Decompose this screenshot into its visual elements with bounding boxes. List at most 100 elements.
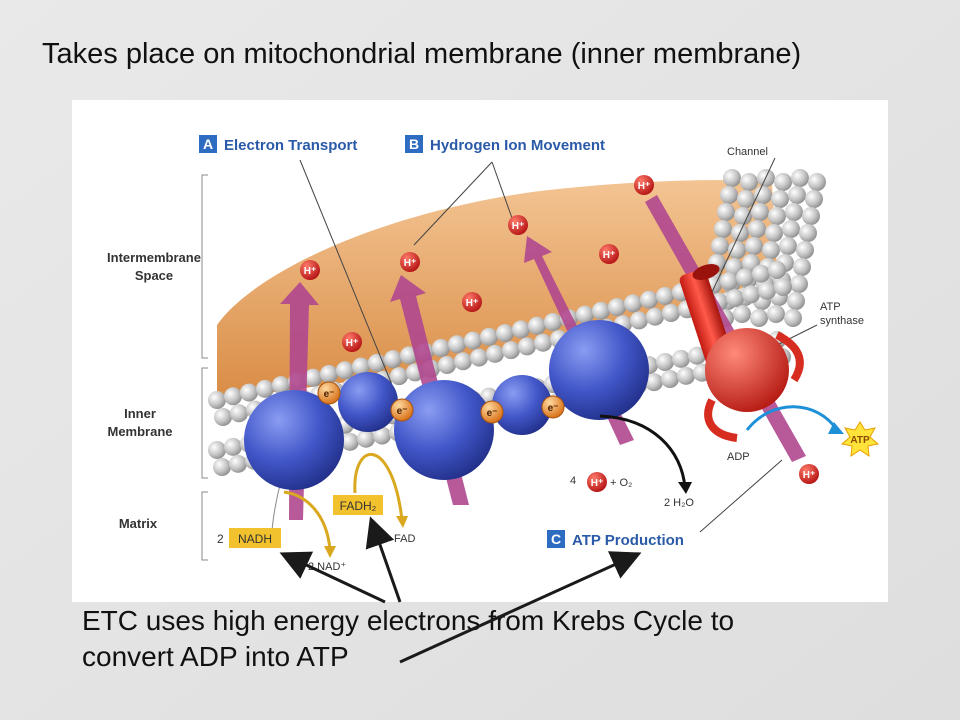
slide-title: Takes place on mitochondrial membrane (i… bbox=[42, 38, 802, 70]
phospholipid-head bbox=[790, 275, 808, 293]
hydrogen-ion-label: H⁺ bbox=[603, 250, 616, 261]
section-a-label: Electron Transport bbox=[224, 137, 357, 154]
phospholipid-head bbox=[742, 285, 760, 304]
fadh2-box bbox=[333, 495, 383, 515]
hydrogen-ion-icon bbox=[300, 260, 320, 280]
phospholipid-head bbox=[765, 224, 783, 242]
nadh-box bbox=[229, 528, 281, 548]
hydrogen-ion-icon bbox=[587, 472, 607, 492]
phospholipid-head bbox=[256, 379, 274, 398]
phospholipid-head bbox=[785, 203, 803, 221]
hydrogen-ion-icon bbox=[799, 464, 819, 484]
slide-caption: ETC uses high energy electrons from Kreb… bbox=[82, 603, 882, 675]
label-fadh2: FADH₂ bbox=[340, 499, 377, 513]
phospholipid-head bbox=[656, 353, 674, 371]
phospholipid-head bbox=[486, 344, 504, 363]
phospholipid-head bbox=[779, 237, 797, 255]
complex-1 bbox=[244, 390, 344, 490]
phospholipid-head bbox=[208, 391, 226, 409]
phospholipid-head bbox=[502, 341, 520, 360]
phospholipid-head bbox=[768, 207, 786, 225]
phospholipid-head bbox=[208, 441, 226, 459]
phospholipid-head bbox=[496, 324, 514, 343]
phospholipid-head bbox=[711, 237, 729, 255]
hydrogen-ion-label: H⁺ bbox=[346, 338, 359, 349]
phospholipid-head bbox=[754, 186, 772, 204]
complex-4 bbox=[549, 320, 649, 420]
hydrogen-ion-icon bbox=[400, 252, 420, 272]
phospholipid-head bbox=[750, 309, 768, 327]
electron-icon bbox=[390, 398, 414, 422]
phospholipid-head bbox=[723, 169, 741, 187]
label-nadh: NADH bbox=[238, 532, 272, 546]
complex-3 bbox=[394, 380, 494, 480]
phospholipid-head bbox=[751, 203, 769, 221]
complex-c bbox=[492, 375, 552, 435]
phospholipid-head bbox=[717, 203, 735, 221]
phospholipid-head bbox=[592, 301, 610, 320]
phospholipid-head bbox=[767, 305, 785, 323]
label-atp-synthase-1: ATP bbox=[820, 301, 841, 313]
phospholipid-head bbox=[799, 224, 817, 242]
phospholipid-head bbox=[390, 367, 408, 386]
phospholipid-head bbox=[788, 186, 806, 204]
heading-pointers bbox=[299, 157, 818, 533]
label-adp: ADP bbox=[727, 451, 750, 463]
electron-label: e⁻ bbox=[324, 389, 335, 400]
phospholipid-head bbox=[734, 207, 752, 225]
phospholipid-head bbox=[793, 258, 811, 276]
phospholipid-head bbox=[720, 272, 738, 291]
label-channel: Channel bbox=[727, 146, 768, 158]
hydrogen-ion-icon bbox=[508, 215, 528, 235]
electron-label: e⁻ bbox=[487, 408, 498, 419]
region-brackets bbox=[201, 174, 208, 561]
phospholipid-head bbox=[752, 264, 770, 283]
phospholipid-head bbox=[336, 361, 354, 380]
phospholipid-head bbox=[630, 311, 648, 330]
section-c-letter: C bbox=[551, 531, 561, 547]
electrons: e⁻ e⁻ e⁻ e⁻ bbox=[317, 381, 565, 424]
phospholipid-head bbox=[737, 190, 755, 208]
label-intermembrane: Intermembrane bbox=[107, 250, 201, 265]
phospholipid-head bbox=[784, 309, 802, 327]
phospholipid-head bbox=[384, 350, 402, 369]
phospholipid-head bbox=[774, 173, 792, 191]
phospholipid-head bbox=[454, 352, 472, 371]
section-b-letter: B bbox=[409, 136, 419, 152]
phospholipid-head bbox=[791, 169, 809, 187]
phospholipid-head bbox=[512, 320, 530, 339]
hydrogen-ion-label: H⁺ bbox=[466, 298, 479, 309]
label-nadh-count: 2 bbox=[217, 532, 224, 546]
label-atp-synthase-2: synthase bbox=[820, 315, 864, 327]
phospholipid-head bbox=[733, 305, 751, 323]
phospholipid-head bbox=[320, 365, 338, 383]
adp-atp-arrow bbox=[745, 405, 839, 431]
phospholipid-head bbox=[802, 207, 820, 225]
phospholipid-head bbox=[740, 173, 758, 191]
label-plus-o2: + O₂ bbox=[610, 477, 632, 489]
phospholipid-head bbox=[808, 173, 826, 191]
phospholipid-head bbox=[645, 373, 663, 392]
label-nad-plus: 2 NAD⁺ bbox=[308, 561, 346, 573]
label-atp: ATP bbox=[850, 435, 870, 446]
phospholipid-head bbox=[688, 346, 706, 365]
phospholipid-head bbox=[782, 220, 800, 238]
phospholipid-head bbox=[464, 331, 482, 350]
phospholipid-head bbox=[224, 437, 242, 456]
section-c-heading: C ATP Production bbox=[547, 530, 684, 549]
electron-label: e⁻ bbox=[548, 403, 559, 414]
hydrogen-ion-label: H⁺ bbox=[803, 470, 816, 481]
caption-line-2: convert ADP into ATP bbox=[82, 641, 349, 672]
complex-q bbox=[338, 372, 398, 432]
phospholipid-head bbox=[438, 356, 456, 374]
etc-diagram-panel: A Electron Transport B Hydrogen Ion Move… bbox=[72, 100, 888, 602]
electron-label: e⁻ bbox=[397, 406, 408, 417]
phospholipid-head bbox=[677, 366, 695, 385]
label-inner: Inner bbox=[124, 406, 156, 421]
phospholipid-head bbox=[240, 383, 258, 402]
phospholipid-head bbox=[640, 290, 658, 309]
phospholipid-head bbox=[229, 454, 247, 473]
section-b-label: Hydrogen Ion Movement bbox=[430, 137, 605, 154]
section-a-heading: A Electron Transport bbox=[199, 135, 357, 154]
phospholipid-head bbox=[714, 220, 732, 238]
